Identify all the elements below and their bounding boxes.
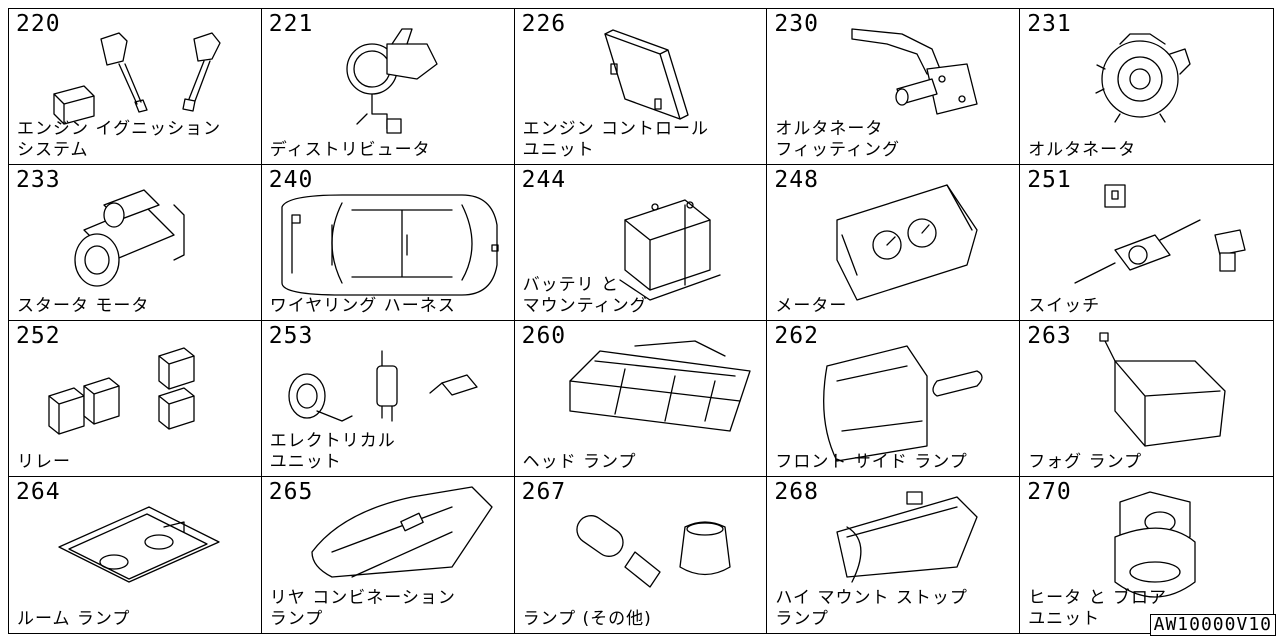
part-group-221[interactable]: 221 ディストリビュータ (261, 9, 515, 165)
part-group-253[interactable]: 253 エレクトリカル ユニット (261, 321, 515, 477)
control-unit-icon (603, 29, 689, 120)
part-group-label: ランプ (その他) (522, 609, 652, 629)
part-group-262[interactable]: 262 フロント サイド ランプ (767, 321, 1021, 477)
part-group-code: 260 (521, 323, 567, 349)
diagram-id-plate: AW10000V10 (1149, 614, 1276, 636)
head-lamp-icon (568, 340, 751, 432)
part-group-270[interactable]: 270 ヒータ と ブロア ユニット (1020, 477, 1273, 633)
part-group-233[interactable]: 233 スタータ モータ (9, 165, 262, 321)
part-group-code: 221 (268, 11, 314, 37)
part-group-code: 262 (774, 323, 819, 349)
part-group-label: ハイ マウント ストップ ランプ (775, 588, 968, 629)
distributor-icon (346, 28, 438, 134)
part-group-label: エンジン イグニッション システム (17, 119, 222, 160)
part-group-code: 244 (521, 167, 567, 193)
part-group-code: 248 (774, 167, 819, 193)
part-group-label: エレクトリカル ユニット (269, 431, 396, 472)
horn-icon (288, 350, 478, 422)
part-group-label: スイッチ (1028, 296, 1101, 316)
fog-lamp-icon (1099, 332, 1226, 447)
part-group-252[interactable]: 252 リレー (9, 321, 262, 477)
part-group-label: ディストリビュータ (269, 140, 431, 160)
part-group-code: 220 (16, 11, 61, 37)
part-group-label: ワイヤリング ハーネス (269, 296, 456, 316)
part-group-code: 253 (268, 323, 314, 349)
part-group-code: 270 (1027, 479, 1072, 505)
part-group-code: 265 (268, 479, 314, 505)
part-group-220[interactable]: 220 エンジン イグニッション システム (9, 9, 262, 165)
room-lamp-icon (58, 506, 220, 583)
part-group-label: ヒータ と ブロア ユニット (1028, 588, 1167, 629)
part-group-code: 226 (521, 11, 567, 37)
part-group-label: リヤ コンビネーション ランプ (269, 588, 456, 629)
alternator-icon (1095, 33, 1191, 123)
part-group-260[interactable]: 260 ヘッド ランプ (514, 321, 768, 477)
part-group-label: オルタネータ フィッティング (775, 119, 901, 160)
relay-icon (48, 347, 195, 435)
part-group-226[interactable]: 226 エンジン コントロール ユニット (514, 9, 768, 165)
high-mount-stop-lamp-icon (836, 491, 979, 583)
part-group-code: 267 (521, 479, 567, 505)
battery-icon (618, 199, 721, 301)
part-group-label: オルタネータ (1028, 140, 1137, 160)
part-group-code: 231 (1027, 11, 1072, 37)
part-group-code: 240 (268, 167, 314, 193)
part-group-244[interactable]: 244 バッテリ と マウンティング (514, 165, 768, 321)
part-group-264[interactable]: 264 ルーム ランプ (9, 477, 262, 633)
starter-motor-icon (74, 189, 185, 287)
wiring-harness-icon (281, 194, 499, 296)
part-group-240[interactable]: 240 ワイヤリング ハーネス (261, 165, 515, 321)
part-group-231[interactable]: 231 オルタネータ (1020, 9, 1273, 165)
switch-icon (1074, 184, 1246, 284)
part-group-label: スタータ モータ (17, 296, 150, 316)
part-group-code: 251 (1027, 167, 1072, 193)
part-group-label: エンジン コントロール ユニット (522, 119, 709, 160)
part-group-label: フォグ ランプ (1028, 452, 1143, 472)
part-group-251[interactable]: 251 スイッチ (1020, 165, 1273, 321)
heater-blower-icon (1114, 491, 1196, 598)
front-side-lamp-icon (823, 345, 984, 462)
ignition-system-icon (53, 32, 221, 125)
part-group-248[interactable]: 248 メーター (767, 165, 1021, 321)
part-group-label: メーター (775, 296, 848, 316)
part-group-230[interactable]: 230 オルタネータ フィッティング (767, 9, 1021, 165)
bulb-icon (575, 515, 731, 588)
meter-cluster-icon (836, 184, 979, 301)
part-group-code: 263 (1027, 323, 1072, 349)
alternator-bracket-icon (851, 28, 979, 115)
part-group-263[interactable]: 263 フォグ ランプ (1020, 321, 1273, 477)
part-group-code: 233 (16, 167, 61, 193)
part-group-267[interactable]: 267 ランプ (その他) (515, 477, 768, 633)
part-group-label: ヘッド ランプ (522, 452, 637, 472)
part-group-label: ルーム ランプ (17, 609, 131, 629)
part-group-code: 264 (16, 479, 61, 505)
parts-index-grid: 220 エンジン イグニッション システム 221 ディストリビュータ 226 エンジ… (8, 8, 1274, 634)
rear-combination-lamp-icon (311, 486, 493, 578)
part-group-label: フロント サイド ランプ (775, 452, 968, 472)
part-group-label: リレー (17, 452, 71, 472)
part-group-code: 252 (16, 323, 61, 349)
part-group-268[interactable]: 268 ハイ マウント ストップ ランプ (767, 477, 1021, 633)
part-group-code: 268 (774, 479, 819, 505)
part-group-265[interactable]: 265 リヤ コンビネーション ランプ (262, 477, 515, 633)
part-group-code: 230 (774, 11, 819, 37)
part-group-label: バッテリ と マウンティング (522, 275, 648, 316)
